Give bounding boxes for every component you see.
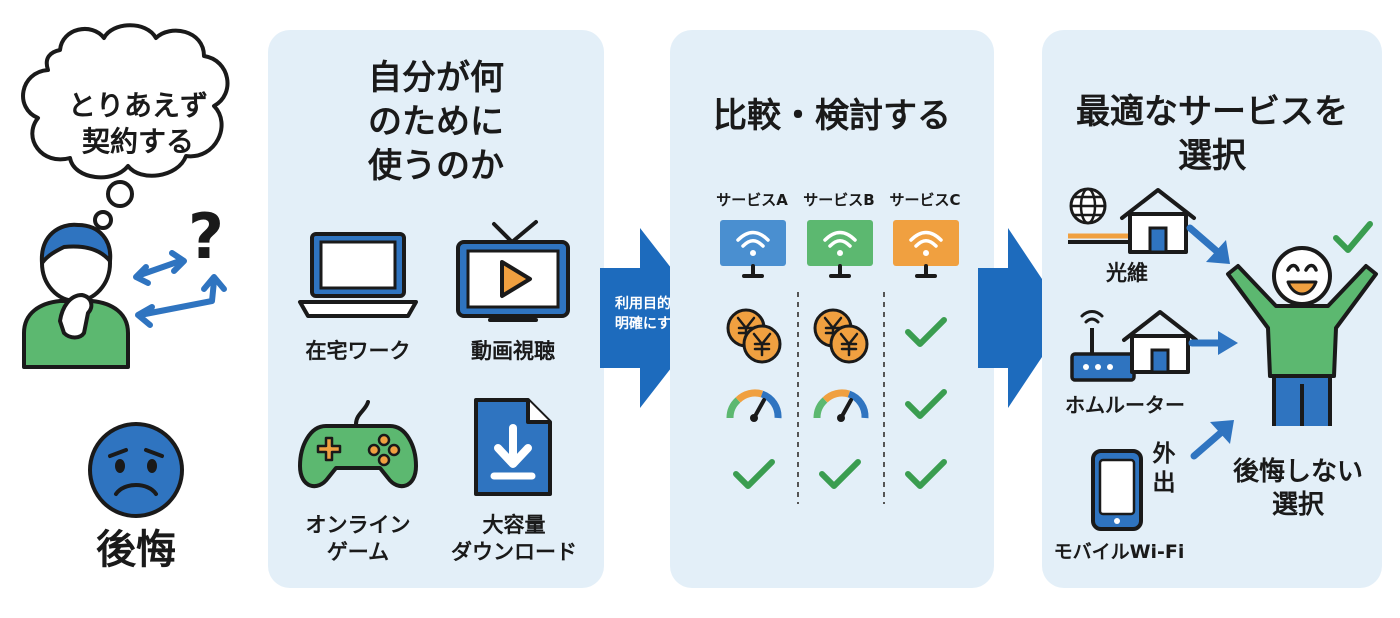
checkmark-icon — [905, 459, 947, 489]
pointer-arrow-icon — [1188, 331, 1238, 355]
purpose-title-line-2: のために — [368, 102, 504, 142]
no-regret-label: 後悔しない 選択 — [1216, 456, 1380, 522]
item-download-line-1: 大容量 — [482, 513, 546, 537]
thought-text-line-2: 契約する — [81, 125, 194, 158]
tv-play-icon — [456, 220, 570, 322]
worried-face-icon — [88, 422, 184, 518]
file-download-icon — [474, 398, 552, 496]
outdoor-label-line-1: 外 — [1152, 441, 1176, 467]
purpose-title-line-1: 自分が何 — [368, 58, 504, 98]
flow-arrow-icon — [600, 228, 710, 408]
speed-gauge-icon — [726, 389, 782, 422]
outdoor-label-line-2: 出 — [1152, 470, 1176, 496]
pointer-arrow-icon — [1186, 224, 1230, 264]
laptop-icon — [298, 232, 418, 318]
game-controller-icon — [298, 400, 418, 489]
item-remote-work-label: 在宅ワーク — [305, 339, 411, 363]
service-a-label: サービスA — [716, 191, 788, 209]
option-home-router-label: ホムルーター — [1065, 393, 1185, 417]
service-b-monitor-icon — [807, 220, 873, 278]
item-online-game-label: オンライン ゲーム — [284, 512, 432, 566]
smartphone-icon — [1091, 449, 1143, 531]
item-video-label: 動画視聴 — [471, 339, 555, 363]
no-regret-line-2: 選択 — [1271, 490, 1324, 520]
thought-text-line-1: とりあえず — [67, 89, 208, 122]
column-divider — [797, 292, 799, 504]
router-house-icon — [1070, 310, 1198, 382]
thinking-person-icon — [22, 222, 227, 369]
service-c-monitor-icon — [893, 220, 959, 278]
clarify-purpose-line-2: 明確にする — [614, 316, 686, 332]
choose-title-line-2: 選択 — [1178, 136, 1246, 176]
choose-title: 最適なサービスを 選択 — [1042, 90, 1382, 178]
service-a-monitor-icon — [720, 220, 786, 278]
item-download-line-2: ダウンロード — [451, 540, 577, 564]
purpose-title: 自分が何 のために 使うのか — [268, 56, 604, 188]
option-fiber-label: 光維 — [1106, 261, 1148, 285]
outdoor-label: 外 出 — [1146, 440, 1182, 498]
item-download-label: 大容量 ダウンロード — [436, 512, 592, 566]
pointer-arrow-icon — [1190, 420, 1234, 460]
confusion-arrows-icon — [133, 250, 227, 328]
happy-person-icon — [1226, 221, 1378, 426]
thought-bubble-icon — [21, 23, 230, 230]
item-online-game-line-1: オンライン — [305, 513, 411, 537]
column-divider — [883, 292, 885, 504]
purpose-title-line-3: 使うのか — [368, 146, 504, 186]
checkmark-icon — [905, 389, 947, 419]
question-mark: ? — [188, 200, 224, 273]
regret-label: 後悔 — [96, 527, 176, 573]
clarify-purpose-line-1: 利用目的を — [615, 296, 685, 312]
yen-coins-icon — [813, 308, 869, 364]
option-mobile-wifi-label: モバイルWi-Fi — [1053, 541, 1185, 563]
item-online-game-line-2: ゲーム — [326, 540, 390, 564]
choose-title-line-1: 最適なサービスを — [1076, 92, 1348, 132]
checkmark-icon — [905, 317, 947, 347]
checkmark-icon — [819, 459, 861, 489]
clarify-purpose-label: 利用目的を 明確にする — [602, 294, 698, 334]
checkmark-icon — [733, 459, 775, 489]
speed-gauge-icon — [813, 389, 869, 422]
service-b-label: サービスB — [803, 191, 875, 209]
no-regret-line-1: 後悔しない — [1232, 457, 1363, 487]
service-c-label: サービスC — [889, 191, 961, 209]
compare-title: 比較・検討する — [713, 96, 951, 136]
yen-coins-icon — [726, 308, 782, 364]
flow-arrow-icon — [978, 228, 1068, 408]
globe-house-fiber-icon — [1068, 187, 1196, 254]
